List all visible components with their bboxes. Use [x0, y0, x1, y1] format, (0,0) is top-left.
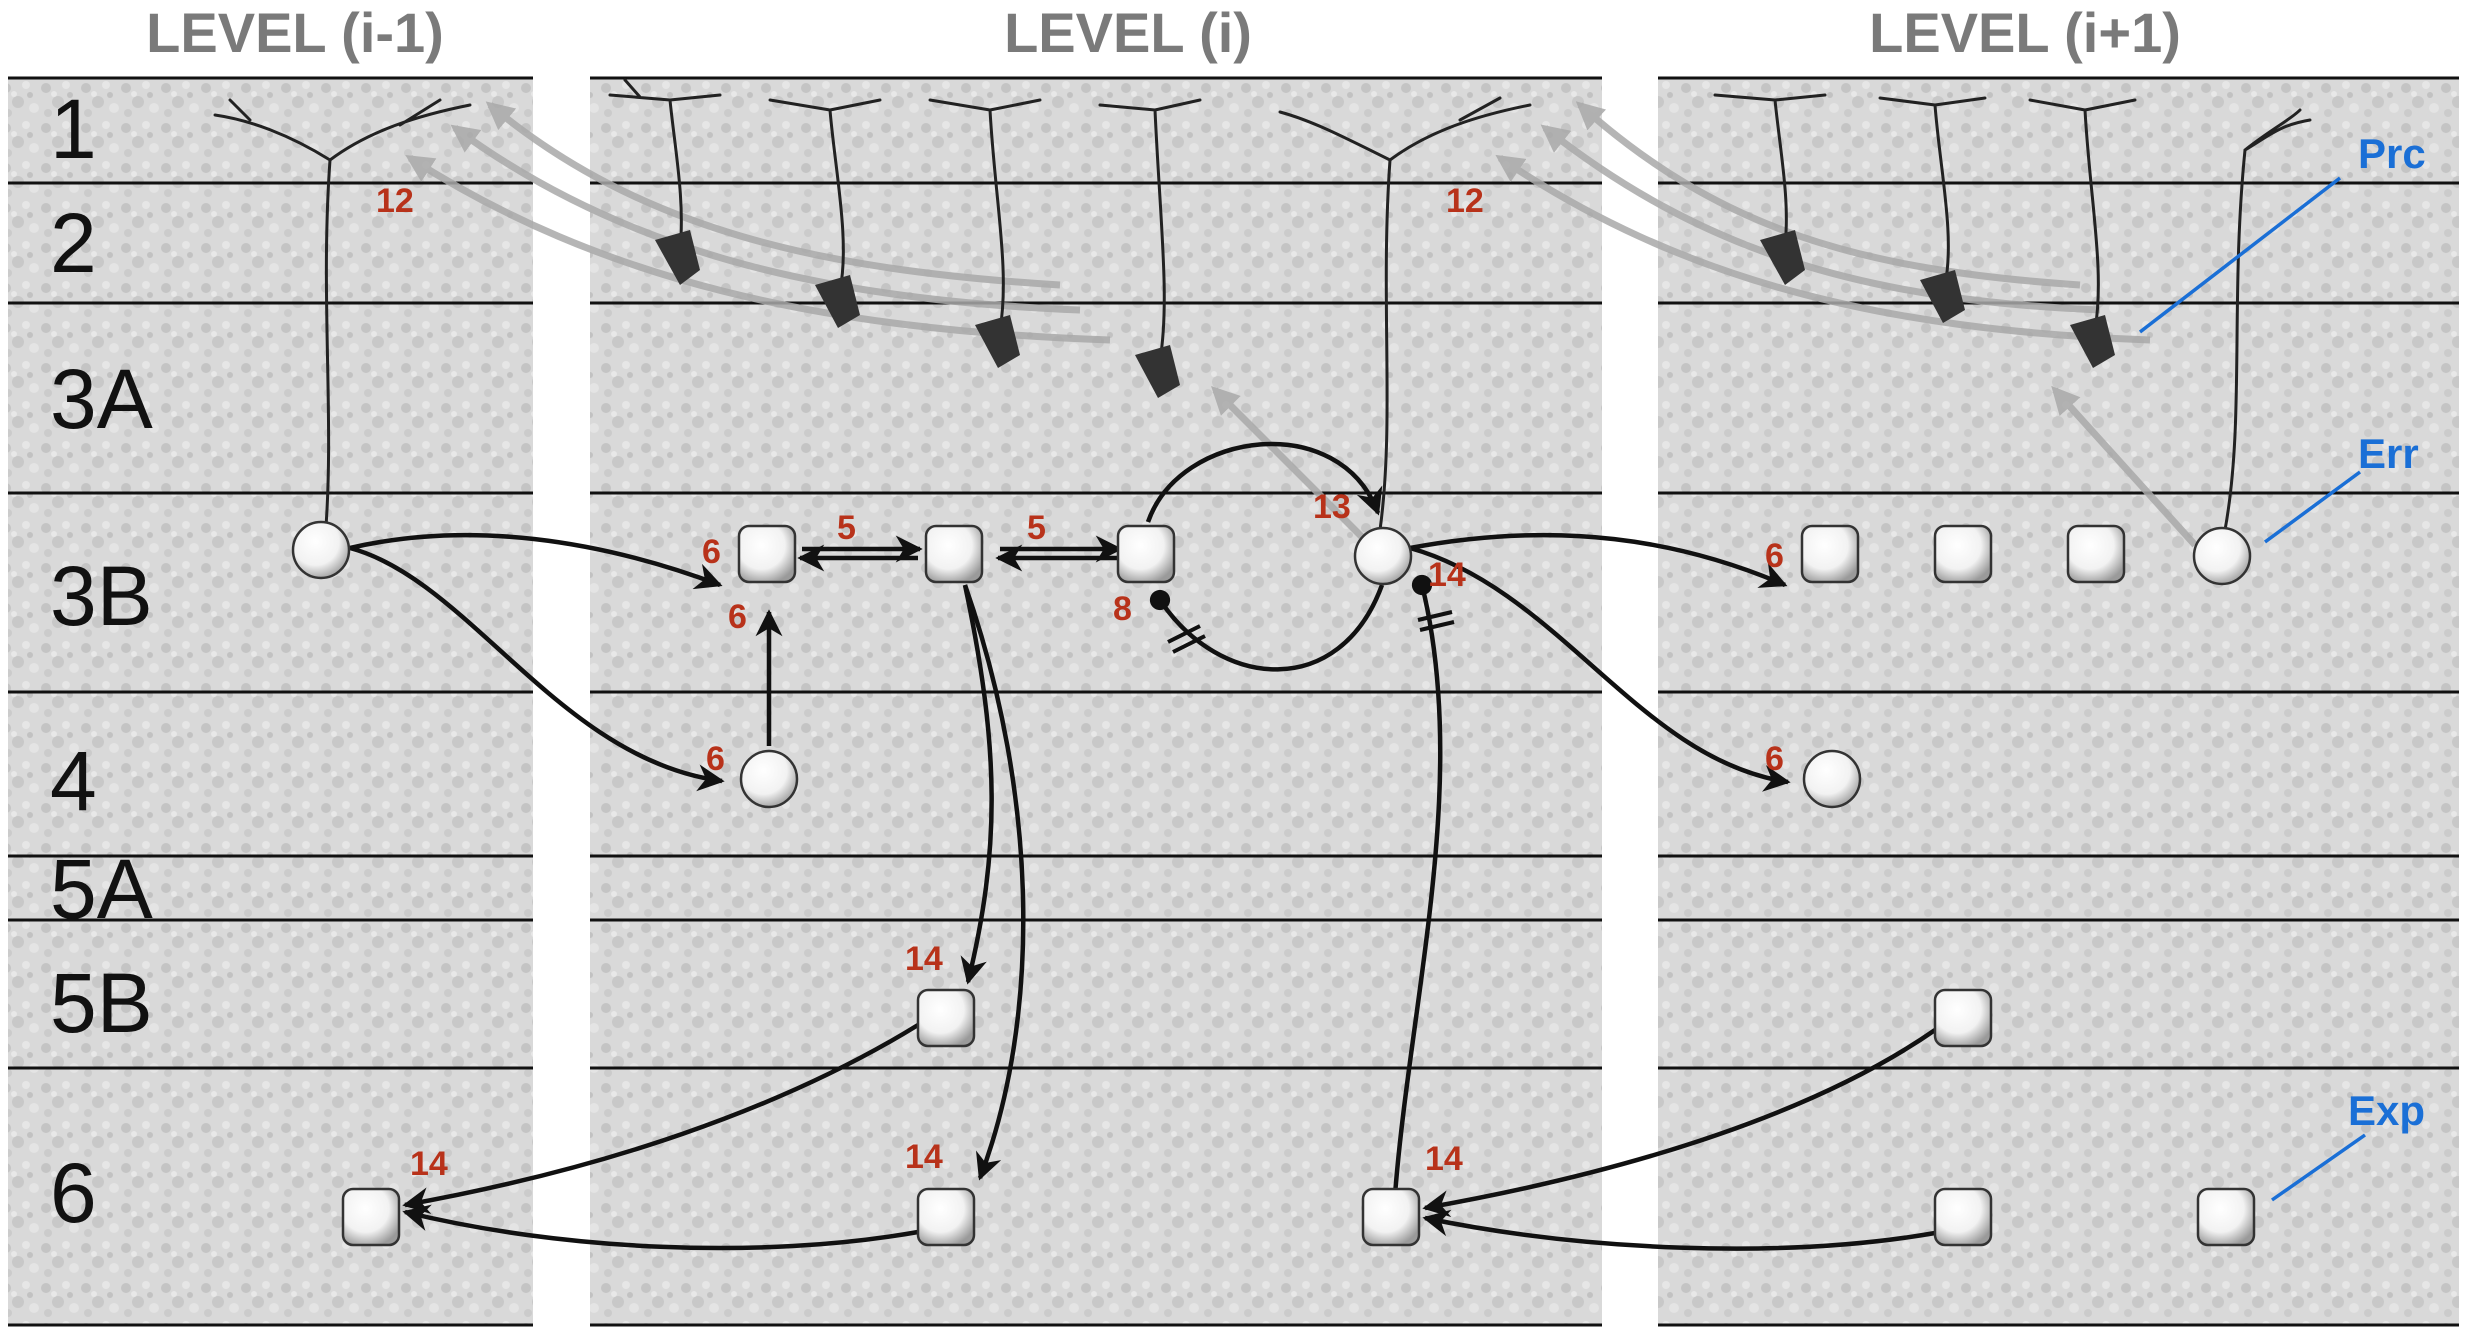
unit-right-6-1: [1933, 1187, 1993, 1247]
layer-label-2: 2: [50, 196, 97, 290]
error-unit-right-layer4: [1802, 749, 1862, 809]
num-14-6-center: 14: [905, 1138, 943, 1176]
layer-label-1: 1: [50, 82, 97, 176]
unit-left-6: [341, 1187, 401, 1247]
num-6-right-square: 6: [1765, 537, 1784, 575]
prc-pointer: [2138, 176, 2342, 334]
arrow-left-to-center-square: [349, 532, 723, 590]
panel-level-left: [8, 78, 533, 1325]
gray-arrow-right: [2051, 385, 2198, 548]
arrow-square-to-5b: [960, 584, 994, 985]
num-6-vertical: 6: [728, 598, 747, 636]
unit-right-3b-1: [1800, 524, 1860, 584]
gray-arrow-center: [1211, 386, 1373, 548]
pyramidal-neuron-center-error: [1278, 96, 1532, 532]
pyramidal-neuron-center-4: [1098, 98, 1202, 398]
tag-prc: Prc: [2358, 130, 2426, 177]
inhibition-tick-loop: [1167, 624, 1206, 654]
pyramidal-neuron-right-2: [1878, 96, 1987, 323]
level-title-center: LEVEL (i): [1004, 1, 1252, 64]
num-6-layer4: 6: [706, 740, 725, 778]
layer-label-5a: 5A: [50, 842, 153, 936]
unit-center-3b-1: [737, 524, 797, 584]
arrow-right-5b-to-center-6: [1422, 1028, 1937, 1218]
expectation-units: [341, 524, 2256, 1247]
panel-level-center: [590, 78, 1602, 1325]
unit-right-6-2: [2196, 1187, 2256, 1247]
connection-numbers: 12 12 6 6 6 5 5 8 13 14 6 6 14 14 14 14: [376, 182, 1784, 1183]
unit-right-3b-3: [2066, 524, 2126, 584]
annotation-tags: Prc Err Exp: [2138, 130, 2426, 1202]
num-14-5b: 14: [905, 940, 943, 978]
num-6-square: 6: [702, 533, 721, 571]
unit-right-3b-2: [1933, 524, 1993, 584]
layer-label-6: 6: [50, 1146, 97, 1240]
pyramidal-neuron-right-error: [2223, 108, 2312, 532]
inhibitory-6-to-error: [1392, 574, 1443, 1196]
pyramidal-neuron-right-3: [2028, 98, 2137, 368]
arrow-square-to-6: [962, 584, 1026, 1181]
layer-label-4: 4: [50, 734, 97, 828]
num-14-error: 14: [1428, 556, 1466, 594]
pyramidal-neuron-left-error: [213, 98, 472, 542]
err-pointer: [2263, 470, 2362, 544]
num-8: 8: [1113, 590, 1132, 628]
unit-center-6-1: [916, 1187, 976, 1247]
tag-exp: Exp: [2348, 1087, 2425, 1134]
arrow-5b-to-left-6: [402, 1023, 920, 1214]
error-unit-center-3b: [1353, 526, 1413, 586]
arrow-loop-to-error: [1145, 441, 1383, 523]
unit-center-6-2: [1361, 1187, 1421, 1247]
arrow-6-to-left-6: [402, 1204, 919, 1251]
error-units: [291, 520, 2252, 809]
num-5-b: 5: [1027, 509, 1046, 547]
pyramidal-neuron-center-2: [768, 98, 882, 328]
arrow-center-to-right-layer4: [1409, 545, 1791, 792]
level-title-right: LEVEL (i+1): [1869, 1, 2181, 64]
num-14-6-left: 14: [410, 1145, 448, 1183]
pyramidal-neuron-center-1: [608, 78, 722, 285]
tag-err: Err: [2358, 430, 2419, 477]
level-title-left: LEVEL (i-1): [146, 1, 444, 64]
num-6-right-layer4: 6: [1765, 740, 1784, 778]
connections: [349, 441, 1937, 1251]
num-13: 13: [1313, 488, 1351, 526]
layer-label-5b: 5B: [50, 956, 153, 1050]
layer-label-3a: 3A: [50, 352, 153, 446]
arrow-center-to-right-square: [1409, 532, 1788, 588]
num-12-center: 12: [1446, 182, 1484, 220]
pyramidal-neuron-center-3: [928, 98, 1042, 368]
exp-pointer: [2270, 1133, 2367, 1202]
unit-right-5b: [1933, 988, 1993, 1048]
arrow-left-to-center-layer4: [349, 545, 725, 792]
num-5-a: 5: [837, 509, 856, 547]
error-unit-right-3b: [2192, 526, 2252, 586]
inhibition-tick-error: [1417, 610, 1455, 632]
unit-center-5b: [916, 988, 976, 1048]
layer-boundaries: [8, 76, 2459, 1327]
num-14-6-center-right: 14: [1425, 1140, 1463, 1178]
unit-center-3b-2: [924, 524, 984, 584]
arrow-right-6-to-center-6: [1422, 1209, 1936, 1251]
error-unit-center-layer4: [739, 749, 799, 809]
num-12-left: 12: [376, 182, 414, 220]
pyramidal-neurons: [213, 78, 2312, 542]
unit-center-3b-3: [1116, 524, 1176, 584]
error-unit-left-3b: [291, 520, 351, 580]
layer-label-3b: 3B: [50, 549, 153, 643]
pyramidal-neuron-right-1: [1713, 93, 1827, 285]
